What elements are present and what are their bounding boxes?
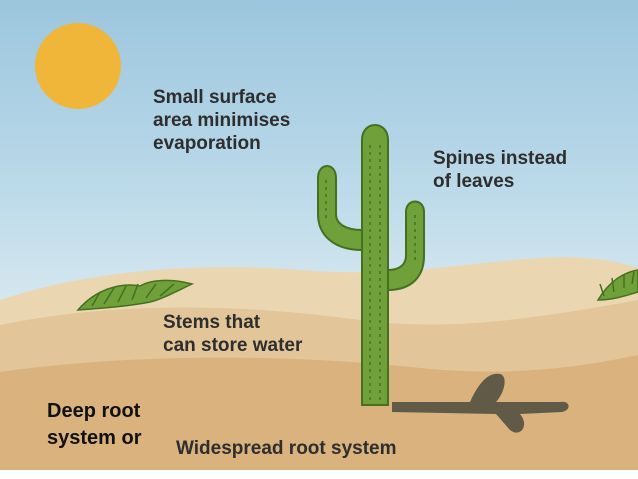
cactus-shadow-icon xyxy=(392,373,569,433)
deep-root-label: Deep root system or xyxy=(47,400,142,449)
desert-plant-right-icon xyxy=(596,269,638,301)
sand-dune-front xyxy=(0,355,638,470)
desert-plant-left-icon xyxy=(76,279,195,311)
widespread-root-label: Widespread root system xyxy=(176,438,397,459)
stems-label: Stems that can store water xyxy=(163,312,303,356)
surface-area-label: Small surface area minimises evaporation xyxy=(153,87,291,154)
spines-label: Spines instead of leaves xyxy=(433,148,568,192)
cactus-icon xyxy=(317,124,425,406)
sun-icon xyxy=(35,23,121,109)
